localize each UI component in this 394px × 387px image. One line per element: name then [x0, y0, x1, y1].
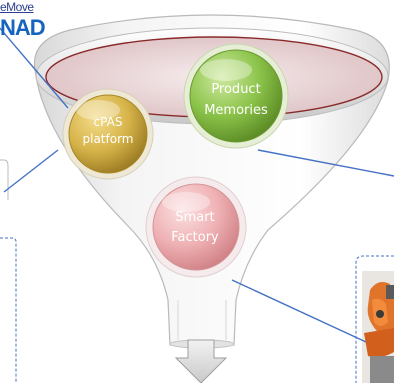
connector-cpas-topleft	[0, 27, 69, 109]
left-dashed-panel	[0, 237, 17, 383]
robot-photo-image	[362, 271, 394, 383]
connector-cpas-left	[3, 149, 59, 193]
connector-product-right	[257, 149, 394, 177]
product-memories-bubble	[183, 43, 289, 149]
connector-smart-robot	[231, 279, 367, 343]
partner-logo: NAD	[0, 15, 46, 40]
smart-factory-bubble	[145, 176, 247, 278]
cpas-platform-bubble	[62, 88, 154, 180]
down-arrow-icon	[174, 339, 228, 384]
top-left-link-text[interactable]: eMove	[0, 0, 34, 14]
right-image-panel	[355, 255, 394, 383]
left-bracket-decoration	[0, 159, 9, 200]
